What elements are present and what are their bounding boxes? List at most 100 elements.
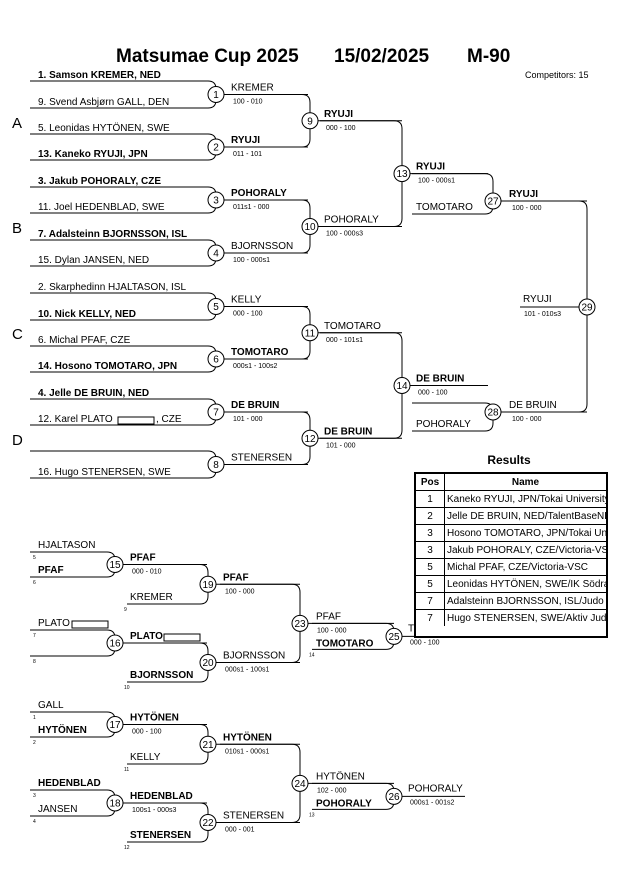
match-number: 3 bbox=[213, 196, 219, 207]
match-number: 22 bbox=[202, 818, 214, 829]
rep-bottom-third-winner: HYTÖNEN bbox=[316, 770, 365, 782]
match-node bbox=[484, 403, 502, 421]
rep-top-entry-index: 8 bbox=[33, 659, 36, 665]
rep-top-second-winner: BJORNSSON bbox=[223, 651, 285, 662]
rep-top-second-score: 100 - 000 bbox=[225, 588, 255, 595]
match-number: 12 bbox=[304, 434, 316, 445]
match-number: 13 bbox=[396, 169, 408, 180]
round1-winner: KREMER bbox=[231, 83, 274, 94]
round1-score: 100 - 010 bbox=[233, 99, 263, 106]
match-number: 6 bbox=[213, 355, 219, 366]
entry-name: 13. Kaneko RYUJI, JPN bbox=[38, 149, 148, 160]
match-number: 24 bbox=[294, 779, 306, 790]
rep-bottom-opponent-index: 13 bbox=[309, 812, 315, 818]
results-name: Adalsteinn BJORNSSON, ISL/Judo Felag bbox=[444, 592, 606, 610]
entry-name: 10. Nick KELLY, NED bbox=[38, 309, 136, 320]
round3-score: 100 - 000s1 bbox=[418, 178, 455, 185]
rep-bottom-first-winner: HYTÖNEN bbox=[130, 711, 179, 724]
round2-score: 100 - 000s3 bbox=[326, 231, 363, 238]
rep-bottom-entry-index: 1 bbox=[33, 715, 36, 721]
rep-top-entry: PLATO bbox=[38, 618, 70, 629]
match-number: 4 bbox=[213, 249, 219, 260]
rep-bottom-entry-index: 3 bbox=[33, 793, 36, 799]
rep-top-first-bracket-line bbox=[30, 629, 116, 657]
entry-name: 5. Leonidas HYTÖNEN, SWE bbox=[38, 122, 170, 134]
rep-bottom-entry-index: 4 bbox=[33, 819, 36, 825]
rep-bottom-third-score: 102 - 000 bbox=[317, 787, 347, 794]
entry-name: 3. Jakub POHORALY, CZE bbox=[38, 176, 161, 187]
results-name: Jakub POHORALY, CZE/Victoria-VSC bbox=[444, 541, 606, 559]
round3-winner: RYUJI bbox=[416, 162, 445, 173]
match-node bbox=[199, 654, 217, 671]
results-name: Hugo STENERSEN, SWE/Aktiv Judo bbox=[444, 609, 606, 626]
results-col-name: Name bbox=[444, 474, 606, 491]
pool-label-a: A bbox=[12, 115, 22, 132]
match-node bbox=[578, 298, 596, 316]
rep-bottom-second-score: 010s1 - 000s1 bbox=[225, 748, 269, 755]
round2-winner: TOMOTARO bbox=[324, 321, 381, 332]
event-title: Matsumae Cup 2025 bbox=[116, 46, 299, 67]
match-node bbox=[301, 429, 319, 447]
results-name: Michal PFAF, CZE/Victoria-VSC bbox=[444, 558, 606, 576]
match-node bbox=[207, 191, 225, 209]
match-number: 15 bbox=[109, 560, 121, 571]
competitor-count: Competitors: 15 bbox=[525, 70, 589, 80]
match-node bbox=[207, 138, 225, 156]
match-number: 23 bbox=[294, 619, 306, 630]
match-node bbox=[207, 298, 225, 315]
round1-score: 011 - 101 bbox=[233, 151, 262, 158]
pool-label-d: D bbox=[12, 432, 23, 449]
match-node bbox=[207, 244, 225, 262]
round1-winner: TOMOTARO bbox=[231, 347, 289, 358]
entry-name: 15. Dylan JANSEN, NED bbox=[38, 255, 149, 266]
results-name: Hosono TOMOTARO, JPN/Tokai University bbox=[444, 524, 606, 542]
round2-score: 000 - 101s1 bbox=[326, 337, 363, 344]
match-number: 14 bbox=[396, 381, 408, 392]
match-number: 7 bbox=[213, 408, 219, 419]
rep-bottom-second-winner: HYTÖNEN bbox=[223, 730, 272, 743]
match-node bbox=[199, 575, 217, 593]
rep-top-entry-index: 6 bbox=[33, 580, 36, 586]
round2-score: 101 - 000 bbox=[326, 442, 356, 449]
rep-bottom-entry: HEDENBLAD bbox=[38, 778, 101, 789]
semi-opponent: TOMOTARO bbox=[416, 202, 473, 213]
match-number: 26 bbox=[388, 792, 400, 803]
entry-name: 14. Hosono TOMOTARO, JPN bbox=[38, 361, 177, 372]
match-node bbox=[207, 86, 225, 103]
rep-bottom-first-score: 100s1 - 000s3 bbox=[132, 807, 176, 814]
rep-top-first-score: 000 - 010 bbox=[132, 569, 162, 576]
rep-top-first-winner: PFAF bbox=[130, 553, 156, 564]
rep-top-entry: PFAF bbox=[38, 565, 64, 576]
match-node bbox=[106, 556, 124, 573]
header: Matsumae Cup 2025 15/02/2025 M-90 Compet… bbox=[0, 0, 630, 90]
match-number: 25 bbox=[388, 632, 400, 643]
event-date: 15/02/2025 bbox=[334, 46, 430, 67]
pool-label-b: B bbox=[12, 220, 22, 237]
match-number: 1 bbox=[213, 90, 219, 101]
semi-score: 100 - 000 bbox=[512, 205, 542, 212]
match-number: 17 bbox=[109, 720, 121, 731]
results-name: Kaneko RYUJI, JPN/Tokai University bbox=[444, 490, 606, 508]
rep-bottom-first-score: 000 - 100 bbox=[132, 729, 162, 736]
rep-bottom-opponent-index: 11 bbox=[124, 767, 129, 773]
rep-bottom-third-opponent: POHORALY bbox=[316, 798, 372, 809]
match-number: 11 bbox=[305, 328, 316, 339]
rep-bottom-second-opponent: KELLY bbox=[130, 752, 161, 763]
plato-flag-icon bbox=[117, 416, 155, 425]
match-number: 16 bbox=[109, 639, 121, 650]
match-number: 27 bbox=[487, 197, 499, 208]
match-number: 29 bbox=[581, 303, 593, 314]
match-number: 9 bbox=[307, 116, 313, 127]
entry-name: 12. Karel PLATO bbox=[38, 414, 113, 425]
rep-bottom-entry: JANSEN bbox=[38, 804, 77, 815]
rep-top-entry-index: 7 bbox=[33, 633, 36, 639]
results-pos: 7 bbox=[416, 609, 445, 626]
match-number: 20 bbox=[202, 658, 214, 669]
entry-name: 7. Adalsteinn BJORNSSON, ISL bbox=[38, 229, 187, 240]
rep-top-third-opponent: TOMOTARO bbox=[316, 638, 374, 649]
